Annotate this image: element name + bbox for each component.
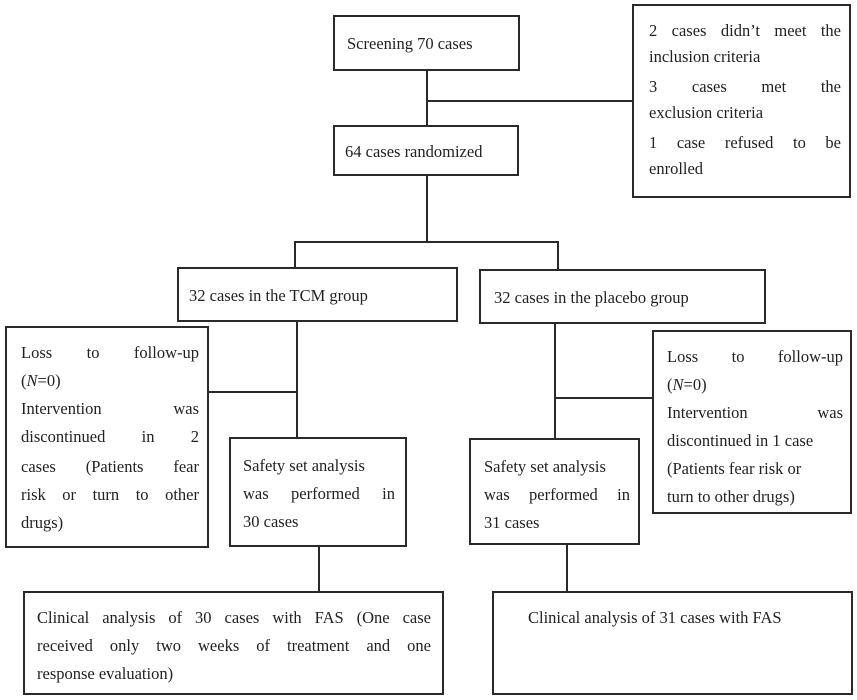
placebo-safety-line-1: Safety set analysis bbox=[484, 457, 606, 476]
placebo-group-box: 32 cases in the placebo group bbox=[479, 269, 766, 324]
tcm-safety-line-2: was performed in bbox=[243, 484, 395, 503]
tcm-loss-line-4: discontinued in 2 bbox=[21, 427, 199, 446]
screening-text: Screening 70 cases bbox=[347, 34, 473, 53]
tcm-loss-line-5: cases (Patients fear bbox=[21, 457, 199, 476]
placebo-loss-box: Loss to follow-up (N=0) Intervention was… bbox=[652, 330, 852, 514]
exclusion-line-5: 1 case refused to be bbox=[649, 133, 841, 152]
connector-to-tcm bbox=[294, 241, 296, 268]
tcm-clinical-line-2: received only two weeks of treatment and… bbox=[37, 636, 431, 655]
connector-to-exclusions bbox=[426, 100, 634, 102]
connector-tcm-safety-down bbox=[318, 546, 320, 592]
placebo-loss-line-4: discontinued in 1 case bbox=[667, 431, 814, 450]
connector-placebo-down bbox=[554, 322, 556, 439]
randomized-box: 64 cases randomized bbox=[333, 125, 519, 176]
connector-placebo-safety-down bbox=[566, 544, 568, 592]
tcm-safety-line-3: 30 cases bbox=[243, 512, 299, 531]
placebo-loss-line-6: turn to other drugs) bbox=[667, 487, 795, 506]
placebo-clinical-line-1: Clinical analysis of 31 cases with FAS bbox=[528, 608, 782, 627]
exclusion-line-1: 2 cases didn’t meet the bbox=[649, 21, 841, 40]
placebo-loss-line-1: Loss to follow-up bbox=[667, 347, 843, 366]
tcm-group-label: 32 cases in the TCM group bbox=[189, 286, 368, 305]
connector-to-placebo bbox=[557, 241, 559, 270]
tcm-loss-box: Loss to follow-up (N=0) Intervention was… bbox=[5, 326, 209, 548]
tcm-safety-box: Safety set analysis was performed in 30 … bbox=[229, 437, 407, 547]
screening-box: Screening 70 cases bbox=[333, 15, 520, 71]
tcm-loss-line-3: Intervention was bbox=[21, 399, 199, 418]
placebo-safety-box: Safety set analysis was performed in 31 … bbox=[469, 438, 640, 545]
placebo-clinical-box: Clinical analysis of 31 cases with FAS bbox=[492, 591, 853, 695]
placebo-safety-line-3: 31 cases bbox=[484, 513, 540, 532]
exclusion-line-2: inclusion criteria bbox=[649, 47, 761, 66]
connector-placebo-loss bbox=[554, 397, 654, 399]
tcm-safety-line-1: Safety set analysis bbox=[243, 456, 365, 475]
tcm-group-box: 32 cases in the TCM group bbox=[177, 267, 458, 322]
randomized-text: 64 cases randomized bbox=[345, 142, 483, 161]
tcm-loss-line-6: risk or turn to other bbox=[21, 485, 199, 504]
tcm-clinical-line-3: response evaluation) bbox=[37, 664, 174, 683]
exclusions-box: 2 cases didn’t meet the inclusion criter… bbox=[632, 4, 851, 198]
placebo-loss-line-5: (Patients fear risk or bbox=[667, 459, 802, 478]
connector-screening-to-randomized bbox=[426, 70, 428, 126]
connector-tcm-down bbox=[296, 320, 298, 438]
tcm-loss-n: (N=0) bbox=[21, 371, 61, 390]
exclusion-line-6: enrolled bbox=[649, 159, 704, 178]
connector-tcm-loss bbox=[208, 391, 297, 393]
tcm-clinical-line-1: Clinical analysis of 30 cases with FAS (… bbox=[37, 608, 431, 627]
tcm-loss-line-7: drugs) bbox=[21, 513, 64, 532]
connector-split bbox=[294, 241, 558, 243]
tcm-clinical-box: Clinical analysis of 30 cases with FAS (… bbox=[23, 591, 444, 695]
placebo-loss-n: (N=0) bbox=[667, 375, 707, 394]
tcm-loss-line-1: Loss to follow-up bbox=[21, 343, 199, 362]
placebo-safety-line-2: was performed in bbox=[484, 485, 630, 504]
placebo-loss-line-3: Intervention was bbox=[667, 403, 843, 422]
exclusion-line-4: exclusion criteria bbox=[649, 103, 764, 122]
placebo-group-label: 32 cases in the placebo group bbox=[494, 288, 689, 307]
connector-randomized-down bbox=[426, 174, 428, 242]
exclusion-line-3: 3 cases met the bbox=[649, 77, 841, 96]
